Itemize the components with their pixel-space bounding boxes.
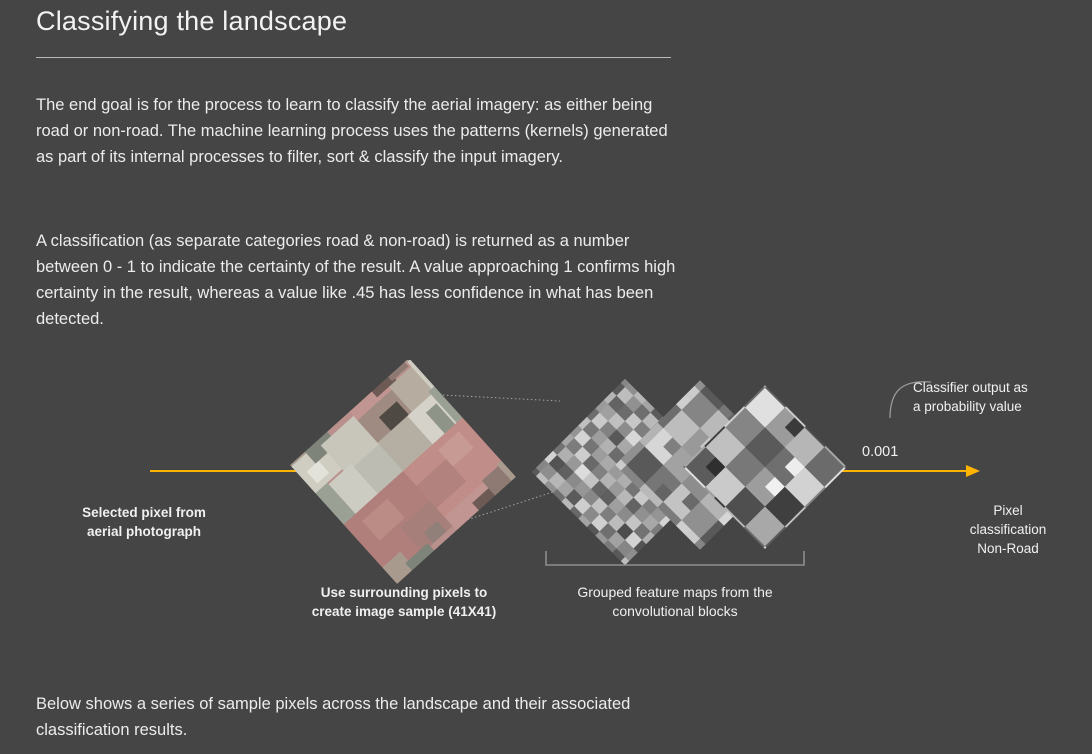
classifier-callout-curve xyxy=(889,381,932,419)
label-image-sample: Use surrounding pixels to create image s… xyxy=(311,585,497,619)
below-note-paragraph: Below shows a series of sample pixels ac… xyxy=(36,695,631,739)
intro-paragraph: The end goal is for the process to learn… xyxy=(36,96,668,166)
probability-value: 0.001 xyxy=(862,444,899,460)
classification-pipeline-diagram: Selected pixel from aerial photograph Us… xyxy=(0,360,1092,630)
label-pixel-classification: Pixel classification Non-Road xyxy=(969,503,1047,556)
title-divider xyxy=(36,57,671,58)
diagram-canvas xyxy=(150,360,980,584)
aerial-image-sample xyxy=(290,360,516,584)
label-selected-pixel: Selected pixel from aerial photograph xyxy=(82,505,206,539)
label-feature-maps: Grouped feature maps from the convolutio… xyxy=(577,584,773,619)
page-title: Classifying the landscape xyxy=(36,6,348,36)
feature-maps-bracket xyxy=(545,551,805,566)
label-classifier-output-note: Classifier output as a probability value xyxy=(913,380,1028,414)
classification-paragraph: A classification (as separate categories… xyxy=(36,232,676,328)
